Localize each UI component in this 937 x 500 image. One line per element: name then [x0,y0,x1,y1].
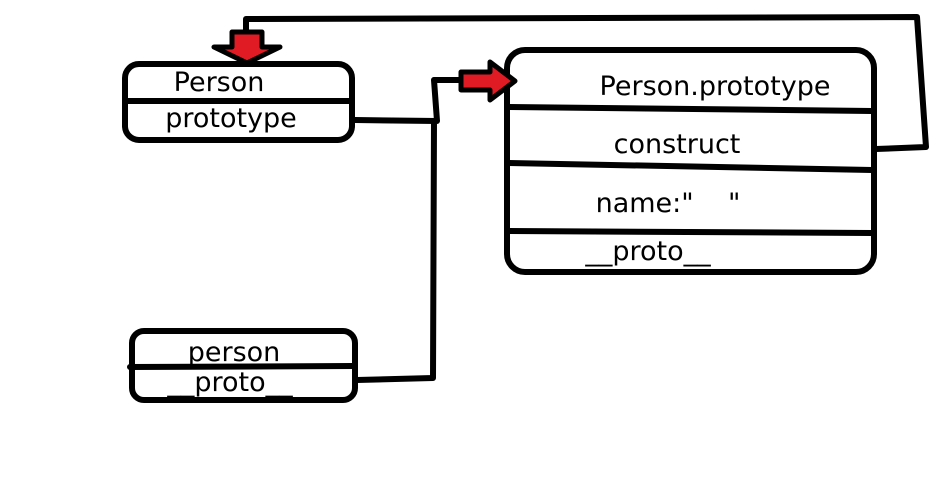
prototype-link-line [352,77,469,124]
person-instance-proto-field: __proto__ [167,367,293,398]
person-constructor-name: Person [173,67,265,98]
person-prototype-title: Person.prototype [599,71,831,102]
person-prototype-proto-field: __proto__ [585,236,711,267]
person-constructor-box [122,61,355,143]
person-constructor-prototype-field: prototype [165,103,297,134]
proto-link-line [354,118,437,383]
person-instance-box [127,328,358,403]
person-prototype-construct-field: construct [613,129,741,160]
person-prototype-box [504,47,877,275]
right-arrow-icon [458,59,518,103]
down-arrow-icon [211,29,283,66]
constructor-link-line [243,14,929,152]
person-prototype-name-field: name:" " [595,188,741,219]
person-instance-name: person [187,337,281,368]
